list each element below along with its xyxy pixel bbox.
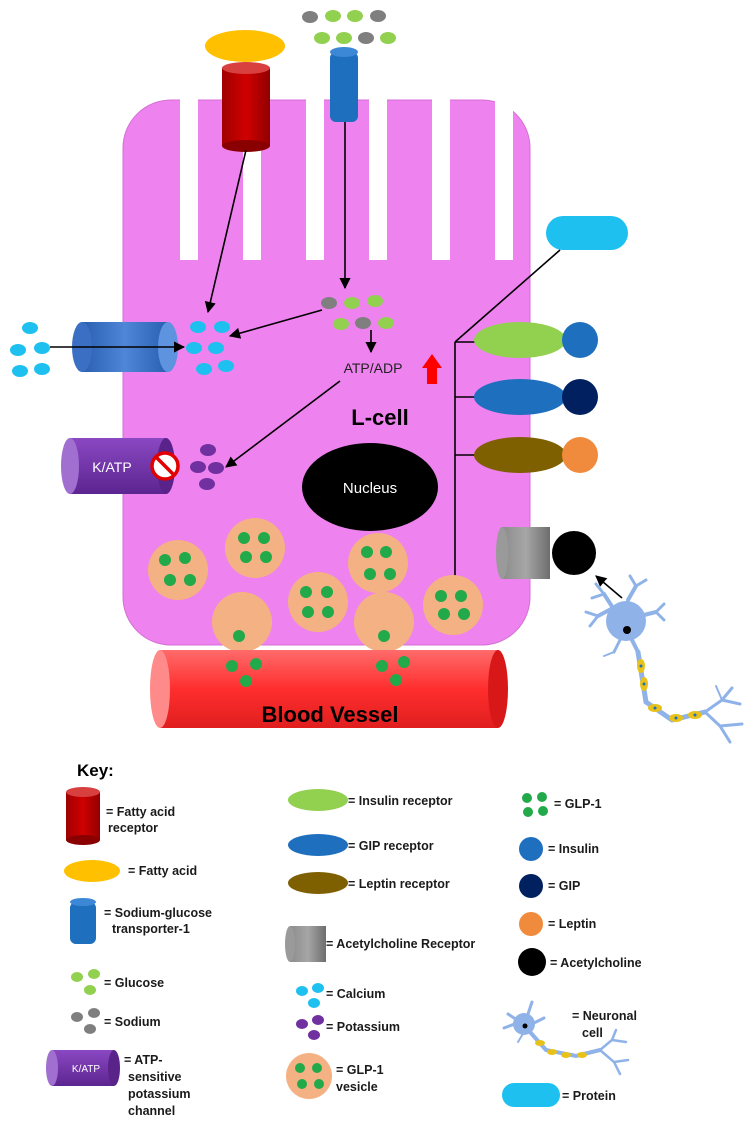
neuronal-cell-icon — [584, 574, 744, 744]
key-leptin-receptor: = Leptin receptor — [348, 877, 450, 891]
key-glp1-vesicle-line1: = GLP-1 — [336, 1063, 384, 1077]
key-acetylcholine: = Acetylcholine — [550, 956, 642, 970]
nucleus-label: Nucleus — [343, 480, 397, 497]
key-neuronal-cell-line2: cell — [582, 1026, 603, 1040]
gip-icon — [519, 874, 543, 898]
acetylcholine-icon — [518, 948, 546, 976]
gip-receptor-icon — [474, 379, 566, 415]
sglt1-icon — [70, 898, 96, 944]
key-protein: = Protein — [562, 1089, 616, 1103]
glucose-sodium-cluster-inside — [321, 295, 394, 330]
blood-vessel-label: Blood Vessel — [262, 702, 399, 727]
leptin-icon — [562, 437, 598, 473]
key-sglt1-line2: transporter-1 — [112, 922, 190, 936]
ach-receptor-icon — [285, 926, 326, 962]
glp1-vesicle-icon — [286, 1053, 332, 1099]
neuron-soma — [606, 601, 646, 641]
protein-icon — [546, 216, 628, 250]
key-glp1: = GLP-1 — [554, 797, 602, 811]
sglt1-icon — [330, 47, 358, 122]
key-fatty-acid-receptor-line1: = Fatty acid — [106, 805, 175, 819]
protein-icon — [502, 1083, 560, 1107]
key-leptin: = Leptin — [548, 917, 596, 931]
key-insulin-receptor: = Insulin receptor — [348, 794, 453, 808]
key-katp-line4: channel — [128, 1104, 175, 1118]
calcium-icon — [296, 983, 324, 1008]
key-katp-icon-label: K/ATP — [72, 1064, 100, 1075]
calcium-outside — [10, 322, 50, 377]
key-ach-receptor: = Acetylcholine Receptor — [326, 937, 475, 951]
leptin-icon — [519, 912, 543, 936]
blood-vessel: Blood Vessel — [150, 650, 508, 728]
l-cell-label: L-cell — [351, 405, 408, 430]
glp1-icon — [522, 792, 548, 817]
leptin-receptor-icon — [288, 872, 348, 894]
glp1-in-vessel — [226, 656, 410, 687]
key-fatty-acid-receptor-line2: receptor — [108, 821, 158, 835]
katp-label: K/ATP — [92, 459, 131, 475]
key-katp-line3: potassium — [128, 1087, 191, 1101]
potassium-icon — [296, 1015, 324, 1040]
ach-receptor-icon — [496, 527, 550, 579]
key-calcium: = Calcium — [326, 987, 385, 1001]
sodium-icon — [71, 1008, 100, 1034]
calcium-inside — [186, 321, 234, 375]
key-insulin: = Insulin — [548, 842, 599, 856]
fatty-acid-receptor-icon — [222, 62, 270, 152]
insulin-receptor-icon — [474, 322, 566, 358]
fatty-acid-icon — [64, 860, 120, 882]
key-katp-line2: sensitive — [128, 1070, 182, 1084]
leptin-receptor-icon — [474, 437, 566, 473]
key: Key: = Fatty acid receptor = Fatty acid =… — [46, 761, 642, 1118]
gip-icon — [562, 379, 598, 415]
myelin-sheath — [637, 659, 702, 722]
key-sglt1-line1: = Sodium-glucose — [104, 906, 212, 920]
blocked-icon — [150, 451, 180, 481]
nucleus — [302, 443, 438, 531]
atp-adp-label: ATP/ADP — [344, 360, 403, 376]
key-potassium: = Potassium — [326, 1020, 400, 1034]
key-sodium: = Sodium — [104, 1015, 161, 1029]
key-title: Key: — [77, 761, 114, 780]
insulin-icon — [519, 837, 543, 861]
key-glucose: = Glucose — [104, 976, 164, 990]
key-gip: = GIP — [548, 879, 580, 893]
key-neuron-nucleus — [522, 1023, 528, 1029]
key-myelin — [535, 1040, 587, 1058]
atp-up-arrow-icon — [422, 354, 442, 384]
katp-channel-icon: K/ATP — [46, 1050, 120, 1086]
key-gip-receptor: = GIP receptor — [348, 839, 434, 853]
key-fatty-acid: = Fatty acid — [128, 864, 197, 878]
fatty-acid-icon — [205, 30, 285, 62]
acetylcholine-icon — [552, 531, 596, 575]
key-katp-line1: = ATP- — [124, 1053, 163, 1067]
glucose-sodium-cluster-top — [302, 10, 396, 44]
key-glp1-vesicle-line2: vesicle — [336, 1080, 378, 1094]
gip-receptor-icon — [288, 834, 348, 856]
insulin-receptor-icon — [288, 789, 348, 811]
key-neuronal-cell-line1: = Neuronal — [572, 1009, 637, 1023]
glp1-vesicles — [148, 518, 483, 652]
glucose-icon — [71, 969, 100, 995]
insulin-icon — [562, 322, 598, 358]
potassium-inside — [190, 444, 224, 490]
neuron-nucleus — [623, 626, 631, 634]
fatty-acid-receptor-icon — [66, 787, 100, 845]
